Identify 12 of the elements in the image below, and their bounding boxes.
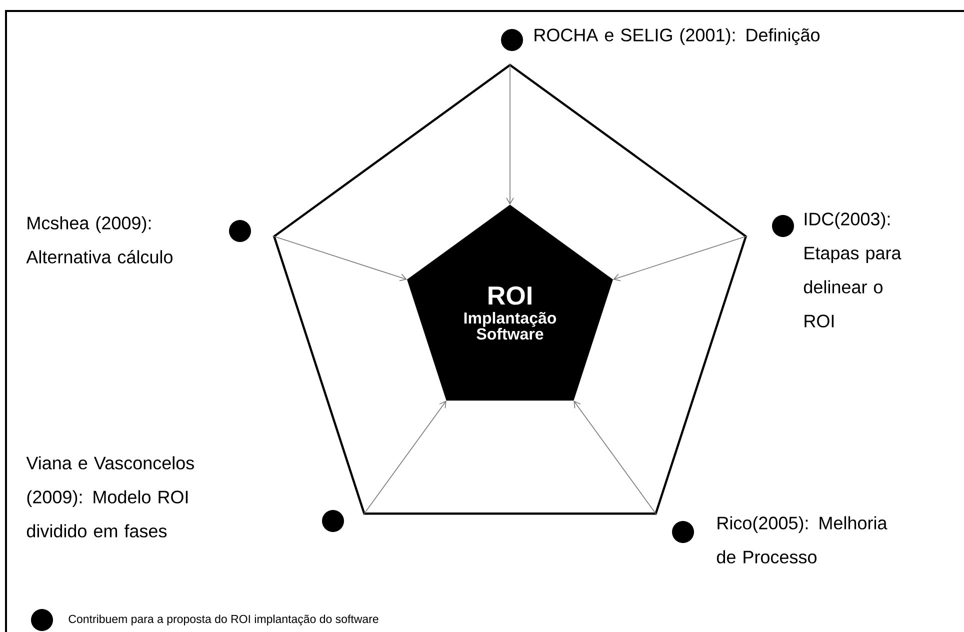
legend-text: Contribuem para a proposta do ROI implantação do software xyxy=(68,614,378,626)
arrow xyxy=(574,400,657,516)
arrow xyxy=(272,236,407,282)
center-pentagon: ROI Implantação Software xyxy=(407,204,613,401)
arrow xyxy=(363,400,446,516)
author-label: IDC(2003): Etapas para delinear o ROI xyxy=(804,212,902,328)
author-label: Mcshea (2009): Alternativa cálculo xyxy=(26,216,172,264)
arrow xyxy=(613,236,748,282)
author-label: ROCHA e SELIG (2001): Definição xyxy=(534,28,820,46)
arrow xyxy=(506,63,514,205)
author-label: Rico(2005): Melhoria de Processo xyxy=(716,516,888,564)
author-label: Viana e Vasconcelos (2009): Modelo ROI dividido em fases xyxy=(26,456,194,538)
